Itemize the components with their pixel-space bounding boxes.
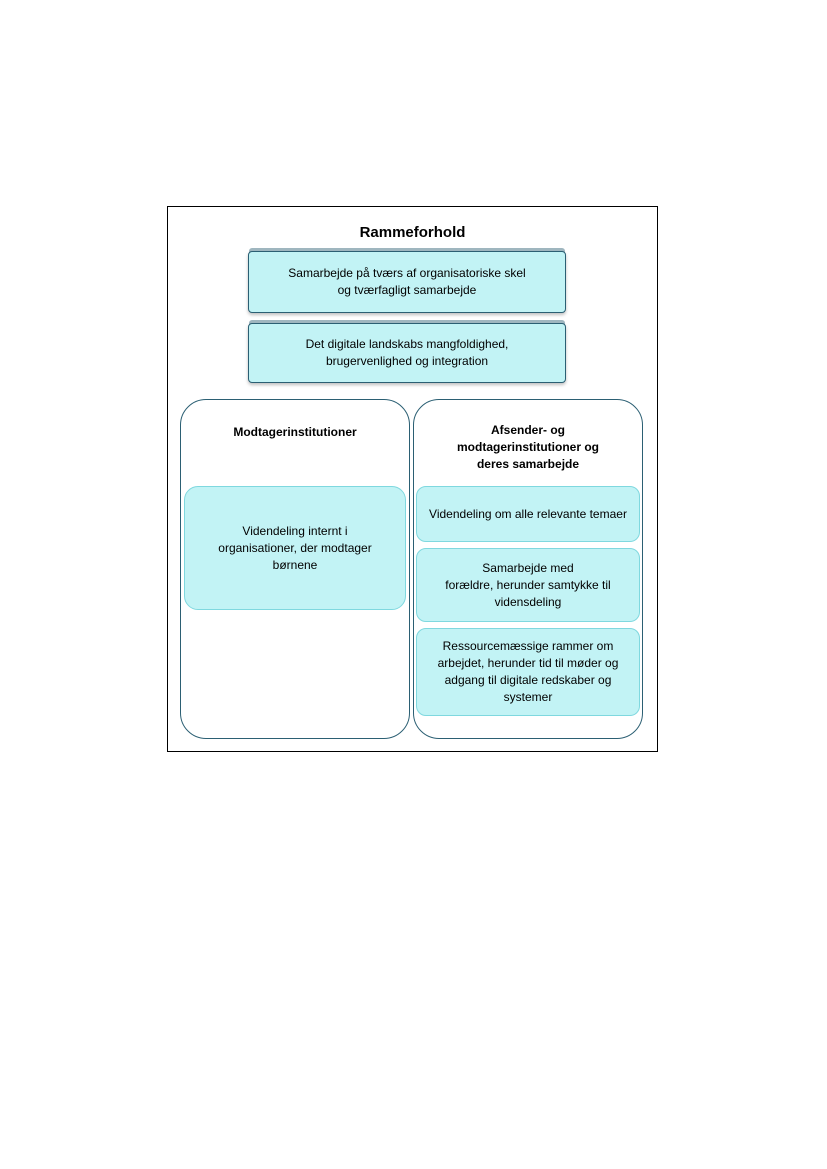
left-column-box-internal-sharing: Videndeling internt i organisationer, de… (184, 486, 406, 610)
right-box-knowledge-sharing: Videndeling om alle relevante temaer (416, 486, 640, 542)
right-box-resource-frames: Ressourcemæssige rammer om arbejdet, her… (416, 628, 640, 716)
left-box-line1: Videndeling internt i (242, 523, 348, 538)
diagram-frame: Rammeforhold Samarbejde på tværs af orga… (167, 206, 658, 752)
right-column: Afsender- og modtagerinstitutioner og de… (413, 399, 643, 739)
right-box3-line2: arbejdet, herunder tid til møder og (437, 656, 619, 670)
right-column-title-line2: modtagerinstitutioner og (457, 440, 599, 454)
right-box2-line1: Samarbejde med (482, 560, 574, 575)
right-box2-line3: vidensdeling (494, 594, 562, 609)
right-column-title-line3: deres samarbejde (476, 457, 580, 471)
top-box-digital-landscape-line1: Det digitale landskabs mangfoldighed, (305, 337, 509, 351)
top-box-digital-landscape: Det digitale landskabs mangfoldighed, br… (248, 323, 566, 383)
right-box3-line1: Ressourcemæssige rammer om (442, 639, 614, 653)
right-column-title-line1: Afsender- og (490, 423, 565, 437)
left-column: Modtagerinstitutioner Videndeling intern… (180, 399, 410, 739)
left-box-line2: organisationer, der modtager (218, 540, 372, 555)
left-box-line3: børnene (272, 557, 318, 572)
left-column-title: Modtagerinstitutioner (233, 425, 357, 439)
diagram-title: Rammeforhold (359, 224, 466, 241)
top-box-cross-organisational-line2: og tværfagligt samarbejde (337, 283, 477, 297)
right-box-parent-collaboration: Samarbejde med forældre, herunder samtyk… (416, 548, 640, 622)
top-box-cross-organisational-line1: Samarbejde på tværs af organisatoriske s… (288, 266, 526, 280)
right-box3-line3: adgang til digitale redskaber og (444, 673, 612, 687)
top-box-digital-landscape-line2: brugervenlighed og integration (325, 354, 489, 368)
right-box3-line4: systemer (503, 690, 553, 704)
right-box1-line1: Videndeling om alle relevante temaer (429, 506, 627, 521)
top-box-cross-organisational: Samarbejde på tværs af organisatoriske s… (248, 251, 566, 313)
right-column-title: Afsender- og modtagerinstitutioner og de… (414, 422, 642, 473)
right-box2-line2: forældre, herunder samtykke til (445, 577, 611, 592)
